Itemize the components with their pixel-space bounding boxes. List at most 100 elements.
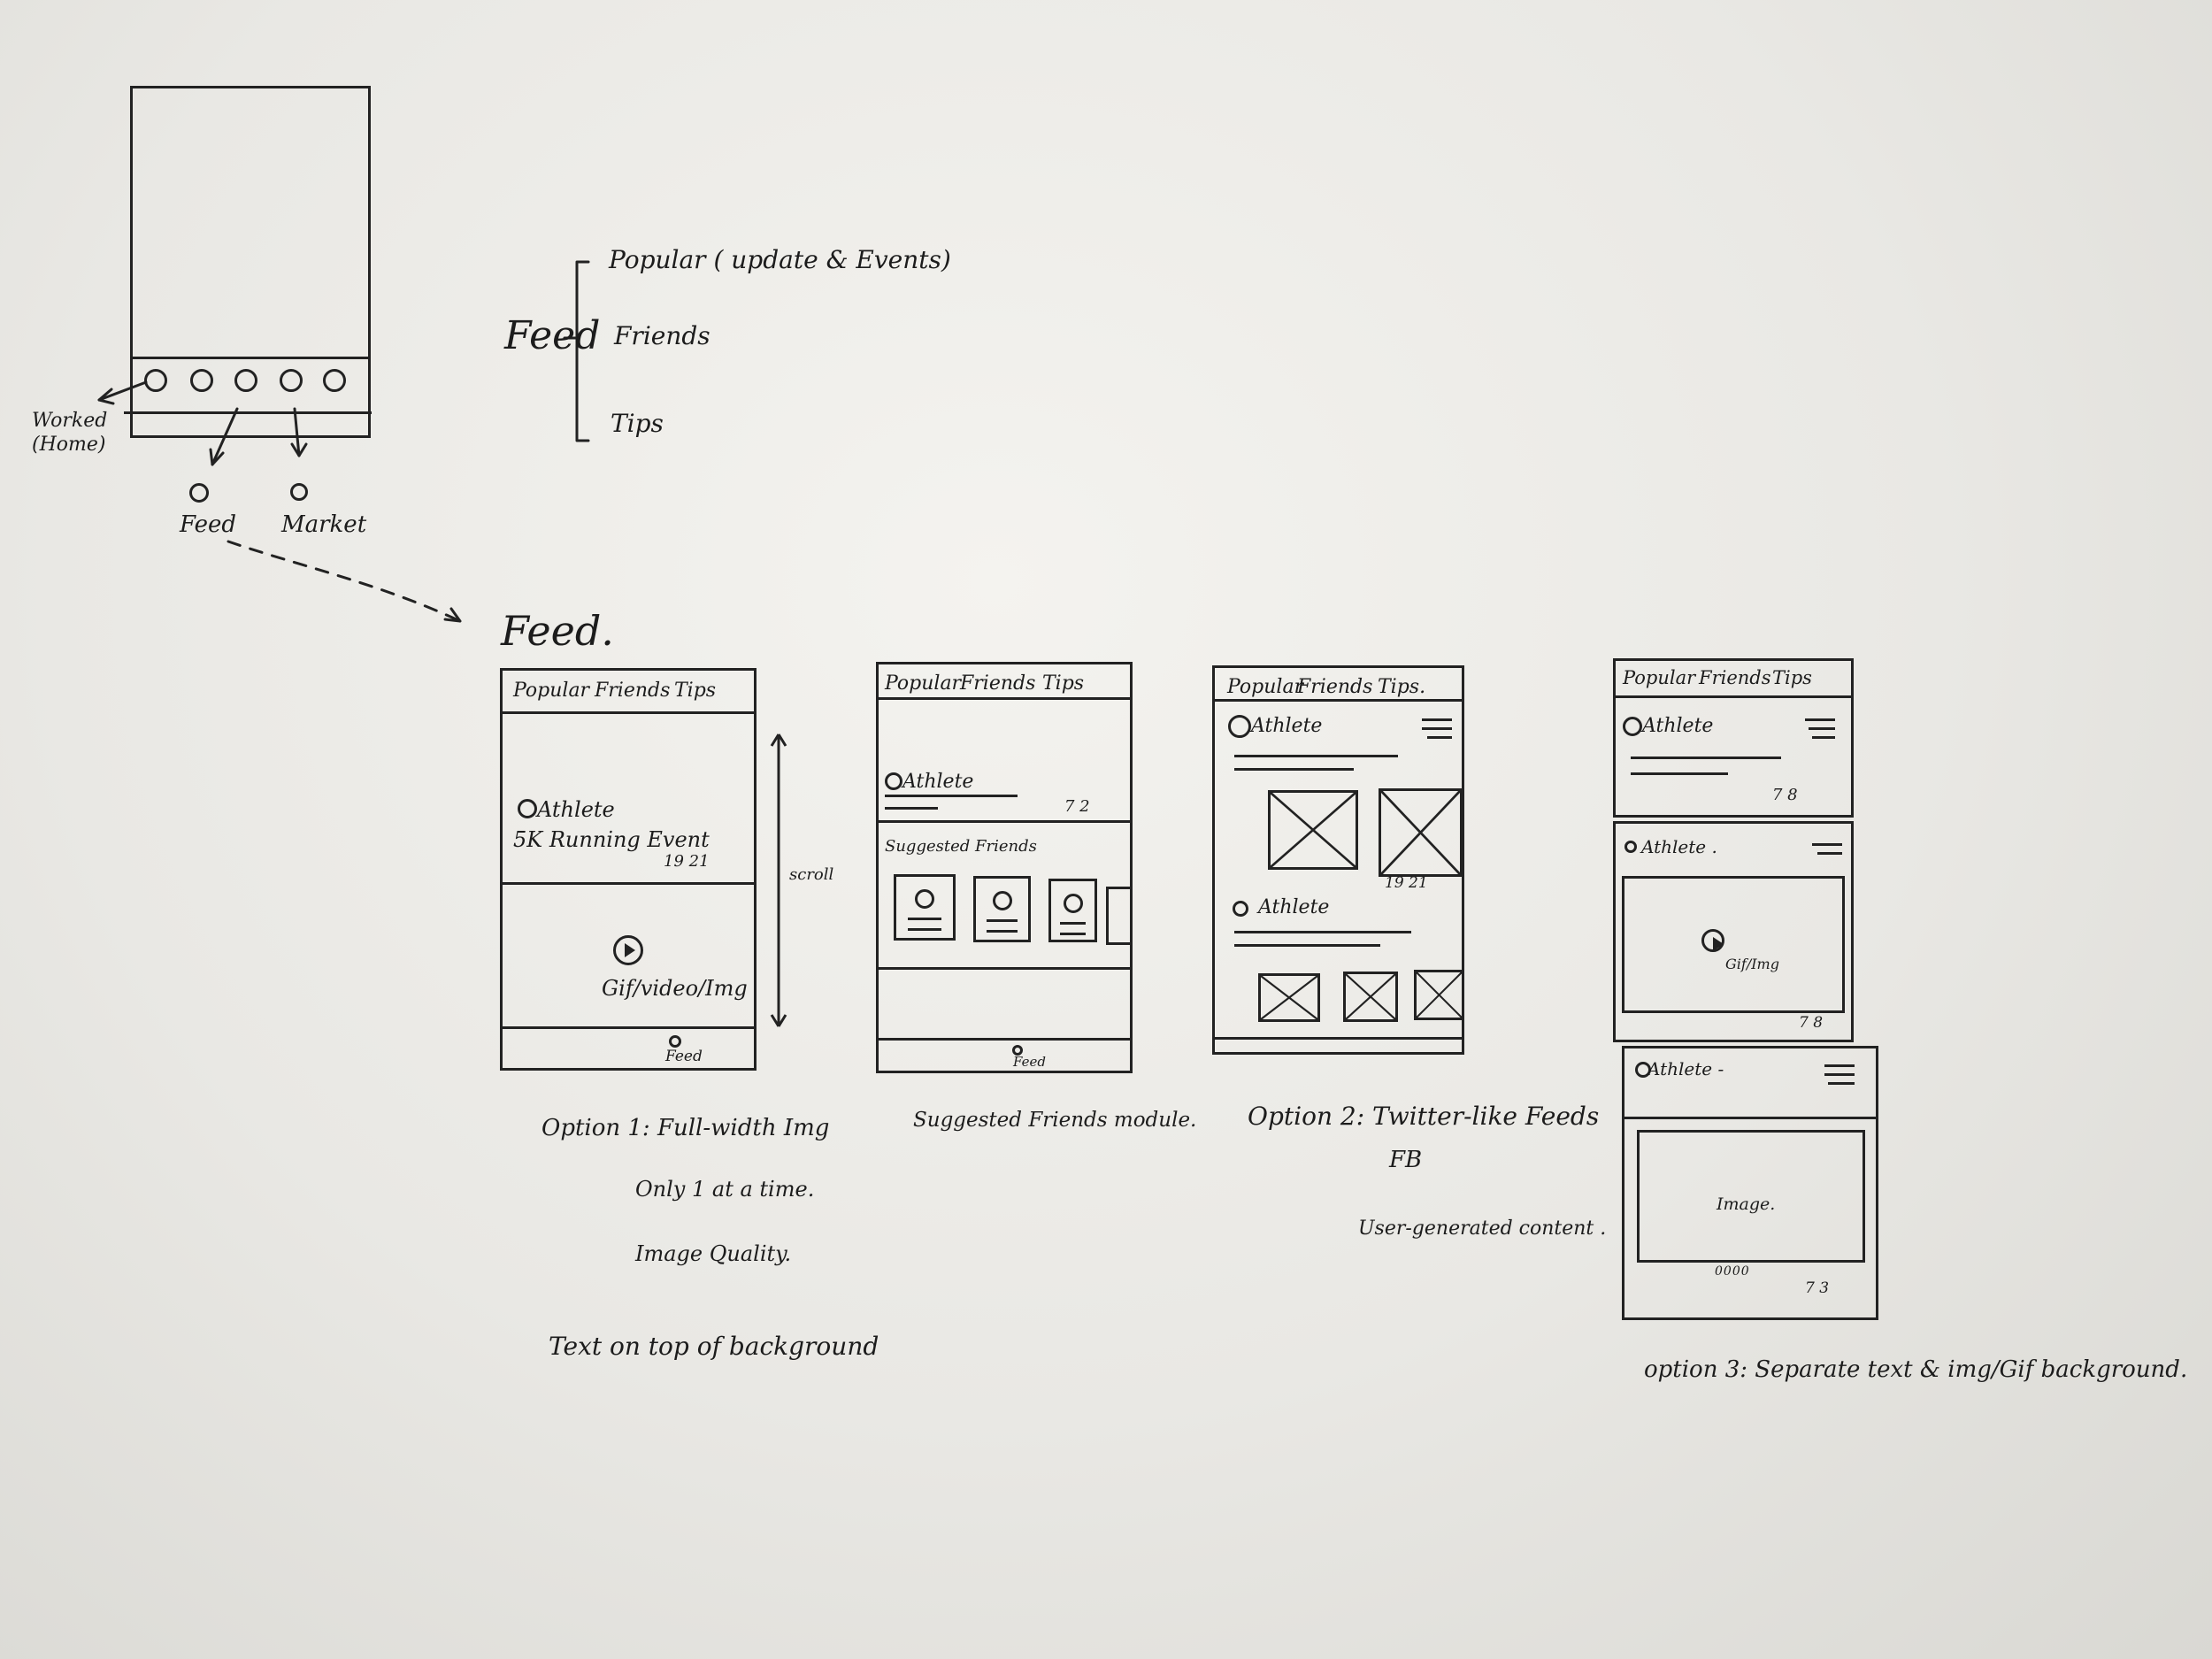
- menu-icon: [1812, 843, 1842, 861]
- tab-divider: [500, 711, 757, 714]
- text-line: [1234, 768, 1354, 771]
- option2-phone-frame: [1212, 665, 1464, 1055]
- tab-divider: [1212, 699, 1464, 702]
- feed-circle-icon: [189, 483, 209, 503]
- home-phone-frame: [130, 86, 371, 438]
- athlete-label: Athlete: [1642, 715, 1714, 737]
- feed-heading: Feed.: [501, 607, 614, 655]
- option2-caption: Option 2: Twitter-like Feeds: [1248, 1102, 1600, 1131]
- tab-bar-divider: [130, 357, 371, 359]
- athlete-avatar-icon: [1233, 901, 1248, 917]
- option3-post-frame: [1622, 1046, 1878, 1320]
- option1-note: Only 1 at a time.: [635, 1177, 815, 1202]
- option1-note: Text on top of background: [549, 1332, 879, 1361]
- suggested-phone-frame: [876, 662, 1133, 1073]
- friend-card: [973, 876, 1031, 942]
- tab-tips: Tips: [1042, 672, 1085, 695]
- tab-dot-icon: [323, 369, 346, 392]
- like-comment-counts: 19 21: [1385, 874, 1428, 892]
- post-divider: [876, 820, 1133, 823]
- worked-label: Worked: [32, 410, 108, 432]
- media-label: Gif/Img: [1725, 956, 1779, 972]
- athlete-avatar-icon: [1623, 717, 1642, 736]
- friend-card-partial: [1106, 887, 1133, 945]
- option1-phone-frame: [500, 668, 757, 1071]
- option2-note: FB: [1389, 1147, 1423, 1173]
- play-icon: [613, 935, 643, 965]
- tab-popular: Popular: [513, 680, 590, 702]
- scroll-arrow: [770, 733, 787, 1027]
- text-line: [885, 807, 938, 810]
- feed-tab-label: Feed: [180, 511, 237, 538]
- tab-friends: Friends: [595, 680, 671, 702]
- play-icon: [1701, 929, 1724, 952]
- feed-nav-label: Feed: [665, 1048, 703, 1065]
- option3-caption: option 3: Separate text & img/Gif backgr…: [1644, 1356, 2188, 1383]
- feed-tree-root: Feed: [504, 313, 601, 358]
- option3-post-frame: [1613, 658, 1854, 818]
- image-placeholder-icon: [1258, 973, 1320, 1022]
- feed-tree-item: Tips: [611, 409, 664, 438]
- home-label: (Home): [32, 434, 106, 456]
- athlete-label: Athlete: [537, 797, 615, 822]
- image-placeholder-icon: [1379, 788, 1463, 877]
- image-area: [1637, 1130, 1865, 1263]
- athlete-label: Athlete: [1251, 715, 1323, 737]
- feed-nav-icon: [669, 1035, 681, 1048]
- tab-divider: [876, 697, 1133, 700]
- text-line: [1234, 755, 1398, 757]
- tab-popular: Popular: [1623, 667, 1696, 688]
- text-line: [885, 795, 1018, 797]
- tab-dot-icon: [234, 369, 257, 392]
- athlete-label: Athlete: [902, 771, 974, 793]
- athlete-avatar-icon: [1624, 841, 1637, 853]
- like-comment-counts: 7 3: [1805, 1279, 1830, 1297]
- text-line: [1631, 757, 1781, 759]
- market-circle-icon: [290, 483, 308, 501]
- tab-popular: Popular: [885, 672, 962, 695]
- tab-dot-icon: [280, 369, 303, 392]
- menu-icon: [1805, 718, 1835, 745]
- suggested-section-title: Suggested Friends: [885, 837, 1037, 856]
- bottom-bar-divider: [876, 1038, 1133, 1041]
- feed-nav-label: Feed: [1013, 1054, 1046, 1070]
- athlete-avatar-icon: [885, 772, 902, 790]
- bottom-bar-divider: [1212, 1037, 1464, 1040]
- image-label: Image.: [1717, 1194, 1776, 1214]
- friend-card: [1048, 879, 1097, 942]
- tab-tips: Tips: [674, 680, 717, 702]
- athlete-avatar-icon: [1635, 1062, 1651, 1078]
- like-comment-counts: 7 8: [1772, 786, 1798, 804]
- tab-friends: Friends: [1297, 676, 1373, 698]
- feed-tree-item: Friends: [614, 321, 710, 350]
- scroll-label: scroll: [789, 865, 834, 884]
- tab-dot-icon: [190, 369, 213, 392]
- athlete-label: Athlete: [1258, 896, 1330, 918]
- option3-post-frame: [1613, 821, 1854, 1042]
- tab-popular: Popular: [1227, 676, 1304, 698]
- menu-icon: [1824, 1064, 1855, 1091]
- option1-note: Image Quality.: [635, 1241, 792, 1266]
- text-line: [1234, 931, 1411, 933]
- section-divider: [876, 967, 1133, 970]
- event-label: 5K Running Event: [513, 827, 710, 852]
- feed-nav-icon: [1012, 1045, 1023, 1056]
- athlete-avatar-icon: [1228, 715, 1251, 738]
- tab-tips: Tips.: [1378, 676, 1426, 698]
- carousel-dots: 0000: [1715, 1264, 1750, 1279]
- suggested-caption: Suggested Friends module.: [913, 1109, 1197, 1132]
- image-placeholder-icon: [1414, 970, 1464, 1020]
- image-placeholder-icon: [1343, 972, 1398, 1022]
- text-line: [1234, 944, 1380, 947]
- option2-note: User-generated content .: [1358, 1217, 1607, 1240]
- like-comment-counts: 7 8: [1799, 1014, 1824, 1032]
- athlete-avatar-icon: [518, 799, 537, 818]
- post-divider: [500, 882, 757, 885]
- text-line: [1631, 772, 1728, 775]
- athlete-label: Athlete -: [1647, 1058, 1724, 1079]
- bottom-bar-divider: [500, 1026, 757, 1029]
- tab-friends: Friends: [960, 672, 1036, 695]
- tab-dot-icon: [144, 369, 167, 392]
- home-bottom-line: [124, 411, 372, 414]
- tab-divider: [1613, 695, 1854, 698]
